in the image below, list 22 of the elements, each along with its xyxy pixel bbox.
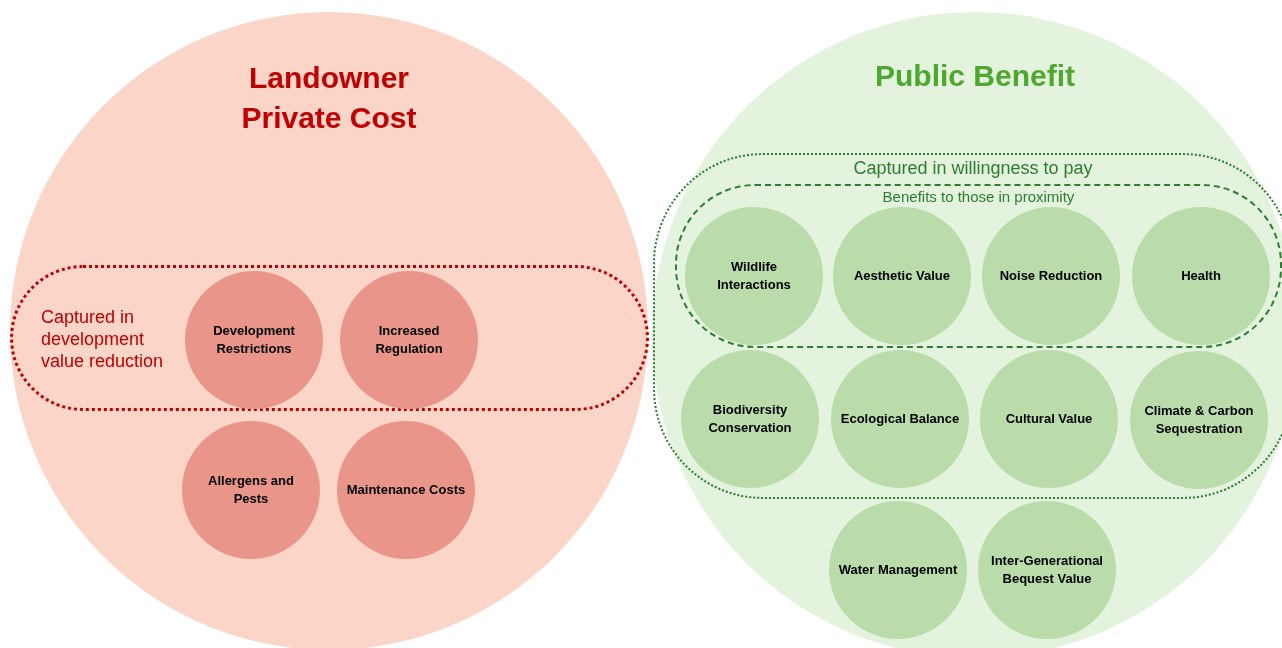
circle-label: Increased Regulation — [374, 322, 444, 358]
dotted-group-outline — [10, 265, 649, 411]
circle-label: Noise Reduction — [998, 267, 1104, 285]
circle-label: Climate & Carbon Sequestration — [1143, 402, 1255, 438]
circle-label: Maintenance Costs — [346, 481, 466, 499]
circle-title: Public Benefit — [874, 58, 1076, 94]
dotted-group-outline — [653, 153, 1282, 499]
circle-label: Wildlife Interactions — [716, 258, 792, 294]
group-label: Captured in development value reduction — [41, 306, 165, 372]
circle-label: Inter-Generational Bequest Value — [990, 552, 1104, 588]
group-label: Captured in willingness to pay — [852, 157, 1094, 180]
group-label: Benefits to those in proximity — [881, 187, 1076, 207]
dashed-group-outline — [675, 184, 1282, 348]
circle-label: Health — [1180, 267, 1222, 285]
circle-label: Ecological Balance — [840, 410, 960, 428]
circle-label: Cultural Value — [1004, 410, 1094, 428]
circle-label: Aesthetic Value — [852, 267, 952, 285]
circle-label: Allergens and Pests — [207, 472, 295, 508]
circle-label: Biodiversity Conservation — [707, 401, 793, 437]
circle-title: Landowner Private Cost — [240, 60, 418, 136]
circle-label: Development Restrictions — [212, 322, 296, 358]
circle-label: Water Management — [838, 561, 958, 579]
